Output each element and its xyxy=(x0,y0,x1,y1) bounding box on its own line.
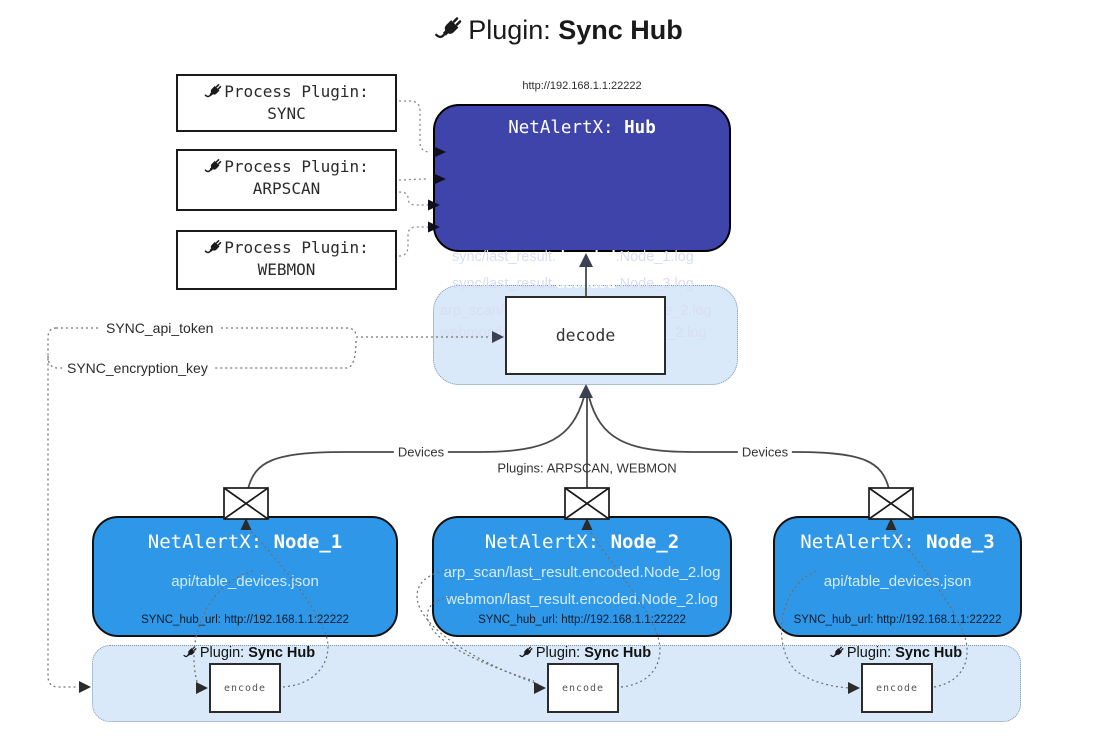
node-hub-url: SYNC_hub_url: http://192.168.1.1:22222 xyxy=(478,614,686,626)
node-hub-url: SYNC_hub_url: http://192.168.1.1:22222 xyxy=(141,614,349,626)
encode-box: encode xyxy=(861,663,933,713)
envelope-icon xyxy=(868,487,914,520)
node-title: NetAlertX: Node_2 xyxy=(484,531,680,553)
plug-icon xyxy=(204,238,223,257)
node-1-box: NetAlertX: Node_1 api/table_devices.json… xyxy=(92,516,398,637)
process-plugin-name: SYNC xyxy=(267,104,306,123)
node-2-box: NetAlertX: Node_2 arp_scan/last_result.e… xyxy=(432,516,732,637)
plug-icon xyxy=(204,82,223,101)
process-plugin-label: Process Plugin: xyxy=(224,82,369,101)
hub-url-label: http://192.168.1.1:22222 xyxy=(522,80,642,92)
envelope-icons xyxy=(223,487,914,520)
devices-label-right: Devices xyxy=(737,444,793,460)
envelope-icon xyxy=(564,487,610,520)
process-plugin-name: ARPSCAN xyxy=(252,179,321,198)
plug-icon xyxy=(434,14,464,44)
envelope-icon xyxy=(223,487,269,520)
encoder-plugin-label: Plugin: Sync Hub xyxy=(183,645,315,661)
hub-log-line: sync/last_result.decoded.Node_3.log xyxy=(452,276,694,292)
node-file: arp_scan/last_result.encoded.Node_2.log xyxy=(443,564,721,581)
node-file: api/table_devices.json xyxy=(823,573,972,590)
process-plugin-webmon: Process Plugin: WEBMON xyxy=(176,230,397,290)
process-plugin-name: WEBMON xyxy=(257,260,316,279)
title-prefix: Plugin: xyxy=(468,15,551,45)
plug-icon xyxy=(830,645,845,660)
title-name: Sync Hub xyxy=(558,15,683,45)
page-title: Plugin: Sync Hub xyxy=(0,14,1117,46)
node-title: NetAlertX: Node_1 xyxy=(147,531,343,553)
decode-box: decode xyxy=(505,296,666,375)
hub-title: NetAlertX: Hub xyxy=(508,118,656,138)
hub-box: NetAlertX: Hub sync/last_result.decoded.… xyxy=(433,104,731,341)
encode-box: encode xyxy=(547,663,619,713)
plug-icon xyxy=(204,157,223,176)
plugins-edge-label: Plugins: ARPSCAN, WEBMON xyxy=(497,460,677,476)
process-plugin-label: Process Plugin: xyxy=(224,157,369,176)
node-hub-url: SYNC_hub_url: http://192.168.1.1:22222 xyxy=(793,614,1002,626)
node-file: api/table_devices.json xyxy=(171,573,319,590)
plug-icon xyxy=(183,645,198,660)
encoder-plugin-label: Plugin: Sync Hub xyxy=(830,645,962,661)
process-plugin-arpscan: Process Plugin: ARPSCAN xyxy=(176,149,397,211)
sync-encryption-key-label: SYNC_encryption_key xyxy=(62,360,213,376)
node-3-box: NetAlertX: Node_3 api/table_devices.json… xyxy=(773,516,1022,637)
plugin-feeders xyxy=(398,100,431,257)
node-file: webmon/last_result.encoded.Node_2.log xyxy=(446,591,718,608)
plug-icon xyxy=(519,645,534,660)
sync-api-token-label: SYNC_api_token xyxy=(101,320,219,336)
encoder-plugin-label: Plugin: Sync Hub xyxy=(519,645,651,661)
encode-box: encode xyxy=(209,663,281,713)
process-plugin-sync: Process Plugin: SYNC xyxy=(176,74,397,132)
process-plugin-label: Process Plugin: xyxy=(224,238,369,257)
devices-label-left: Devices xyxy=(393,444,449,460)
node-title: NetAlertX: Node_3 xyxy=(800,531,995,553)
hub-log-line: sync/last_result.decoded.Node_1.log xyxy=(452,249,694,265)
